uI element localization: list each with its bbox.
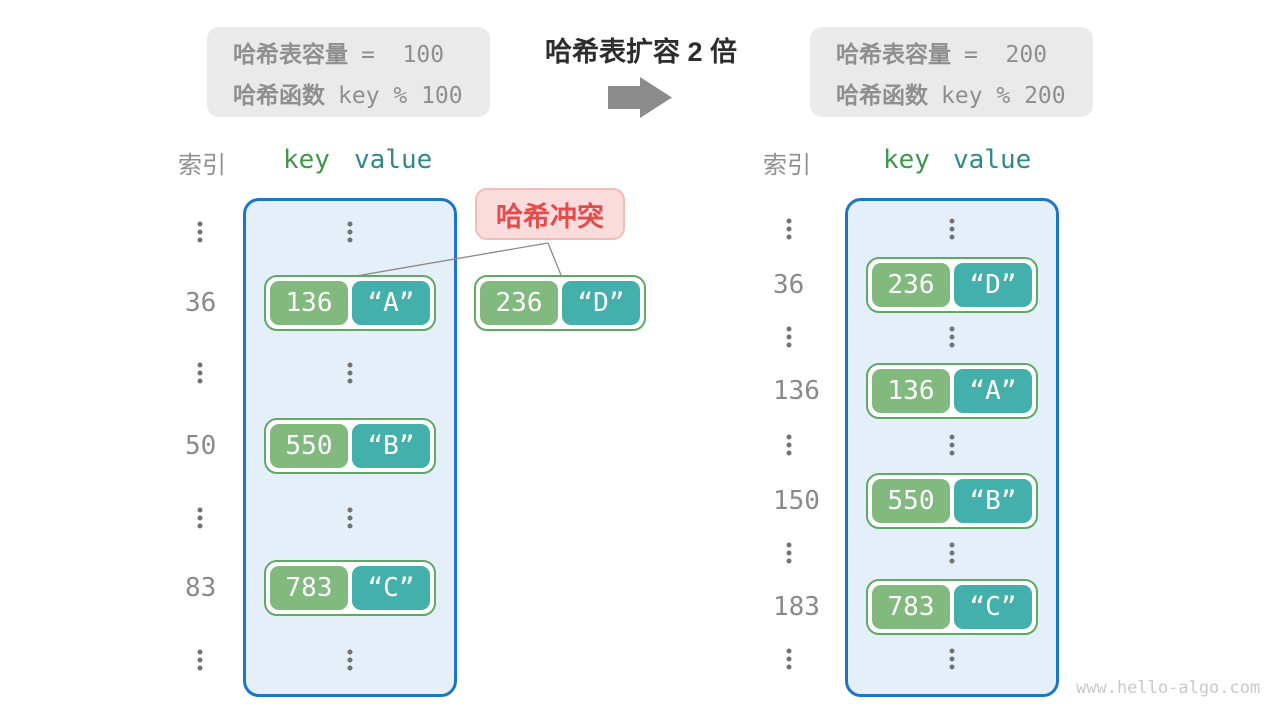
index-ellipsis: [786, 648, 792, 670]
capacity-line: 哈希表容量 = 100: [233, 35, 490, 69]
capacity-value: = 200: [964, 41, 1048, 68]
info-box-after: 哈希表容量 = 200 哈希函数 key % 200: [810, 27, 1093, 117]
index-header-after: 索引: [763, 152, 811, 179]
index-ellipsis: [197, 362, 203, 384]
dot: [786, 656, 792, 662]
capacity-line: 哈希表容量 = 200: [836, 35, 1093, 69]
index-label: 136: [773, 376, 820, 406]
dot: [786, 442, 792, 448]
index-label: 150: [773, 486, 820, 516]
dot: [786, 234, 792, 240]
dot: [197, 229, 203, 235]
index-ellipsis: [786, 542, 792, 564]
index-ellipsis: [786, 218, 792, 240]
capacity-label: 哈希表容量: [836, 40, 951, 67]
dot: [786, 648, 792, 654]
dot: [197, 370, 203, 376]
index-ellipsis: [197, 507, 203, 529]
watermark: www.hello-algo.com: [1076, 678, 1261, 698]
index-label: 83: [185, 573, 217, 603]
index-label: 183: [773, 592, 820, 622]
dot: [786, 226, 792, 232]
dot: [786, 664, 792, 670]
bucket-array-before: [243, 198, 457, 697]
capacity-label: 哈希表容量: [233, 40, 348, 67]
hash-function-line: 哈希函数 key % 100: [233, 76, 490, 110]
dot: [197, 237, 203, 243]
index-ellipsis: [197, 649, 203, 671]
index-ellipsis: [197, 221, 203, 243]
dot: [197, 657, 203, 663]
capacity-value: = 100: [361, 41, 445, 68]
dot: [197, 515, 203, 521]
index-ellipsis: [786, 326, 792, 348]
hash-function-value: key % 100: [338, 82, 463, 109]
dot: [786, 342, 792, 348]
hash-function-label: 哈希函数: [233, 81, 325, 108]
dot: [197, 665, 203, 671]
dot: [786, 450, 792, 456]
index-label: 50: [185, 431, 217, 461]
hash-function-value: key % 200: [941, 82, 1066, 109]
dot: [786, 558, 792, 564]
dot: [786, 326, 792, 332]
key-value-pair-collision: 236 “D”: [474, 275, 646, 331]
key-box: 236: [480, 281, 558, 325]
index-header-before: 索引: [178, 152, 226, 179]
value-box: “D”: [562, 281, 640, 325]
right-arrow-icon: [608, 77, 672, 118]
hash-function-line: 哈希函数 key % 200: [836, 76, 1093, 110]
dot: [786, 550, 792, 556]
key-header-after: key: [883, 145, 930, 175]
dot: [197, 523, 203, 529]
dot: [197, 507, 203, 513]
diagram-title: 哈希表扩容 2 倍: [544, 37, 738, 67]
key-header-before: key: [283, 145, 330, 175]
index-label: 36: [773, 270, 805, 300]
info-box-before: 哈希表容量 = 100 哈希函数 key % 100: [207, 27, 490, 117]
index-label: 36: [185, 288, 217, 318]
value-header-before: value: [354, 145, 433, 175]
dot: [197, 378, 203, 384]
dot: [197, 362, 203, 368]
dot: [786, 542, 792, 548]
dot: [786, 434, 792, 440]
dot: [786, 218, 792, 224]
dot: [786, 334, 792, 340]
hash-function-label: 哈希函数: [836, 81, 928, 108]
bucket-array-after: [845, 198, 1059, 697]
index-ellipsis: [786, 434, 792, 456]
value-header-after: value: [953, 145, 1032, 175]
dot: [197, 649, 203, 655]
dot: [197, 221, 203, 227]
hash-collision-callout: 哈希冲突: [475, 188, 625, 240]
